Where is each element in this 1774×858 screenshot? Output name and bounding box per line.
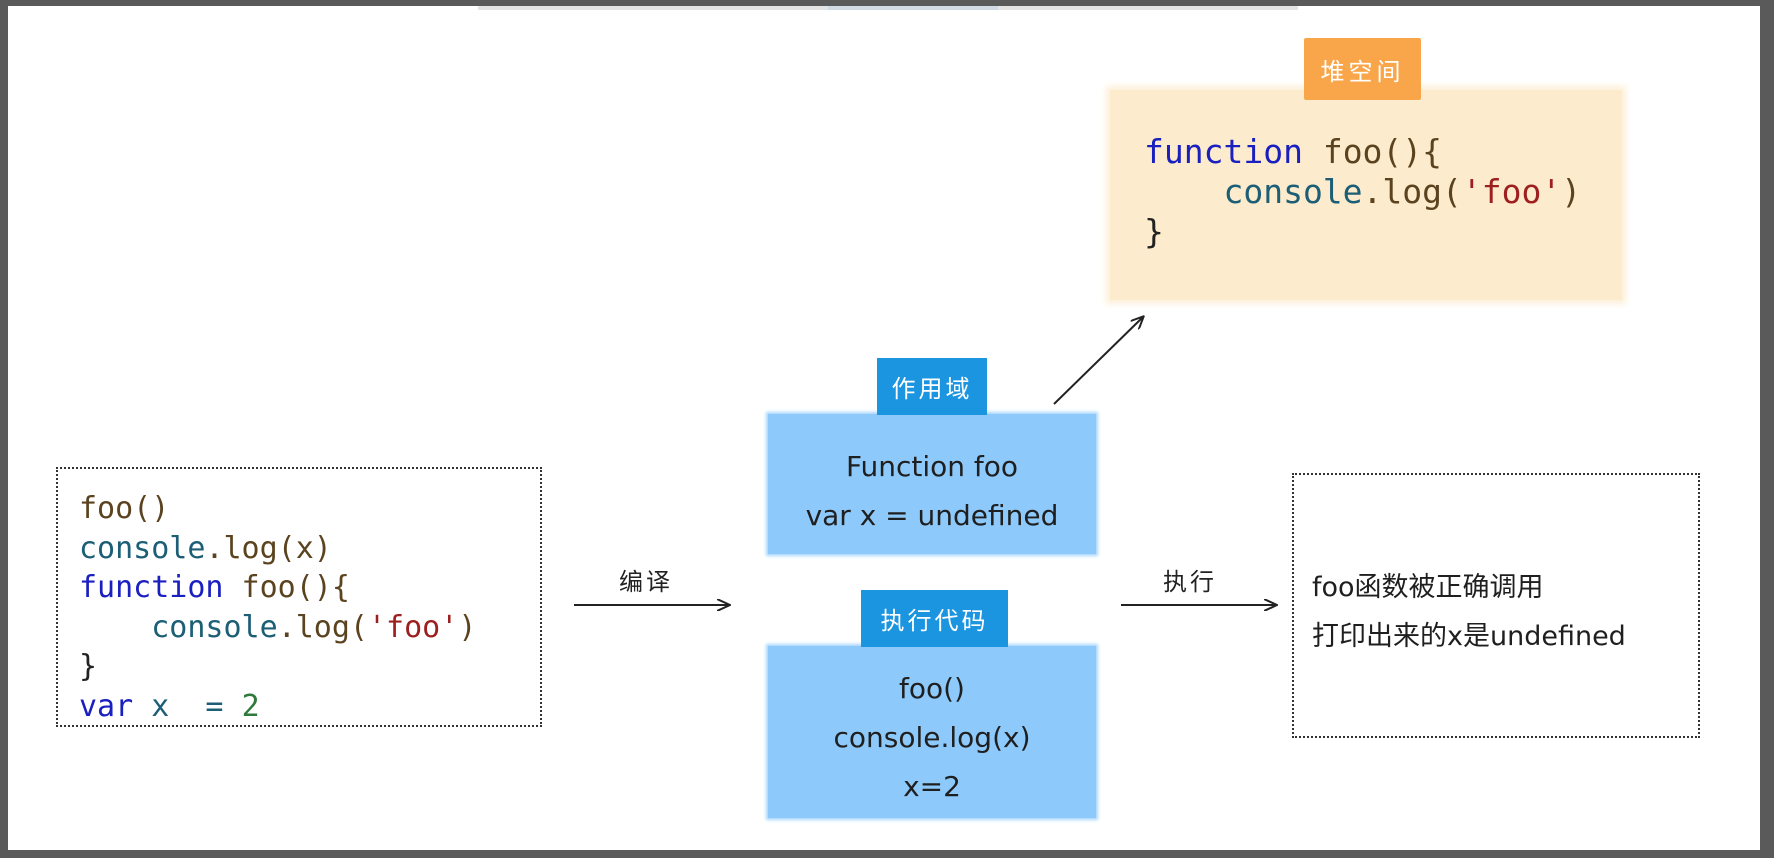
heap-token: foo(){ — [1302, 132, 1443, 171]
heap-line-1: function foo(){ — [1144, 132, 1622, 172]
top-edge-strip — [478, 6, 1298, 10]
heap-token: function — [1144, 132, 1303, 171]
heap-token: console — [1144, 172, 1363, 211]
exec-line-1: foo() — [899, 672, 965, 705]
result-line-2: 打印出来的x是undefined — [1312, 621, 1626, 652]
source-token: console — [79, 609, 278, 645]
result-line-1: foo函数被正确调用 — [1312, 572, 1544, 603]
source-token: console — [79, 530, 206, 566]
source-line-6: var x = 2 — [79, 687, 540, 727]
source-token: foo() — [79, 491, 170, 526]
source-token: } — [79, 649, 98, 684]
heap-token: .log( — [1362, 172, 1462, 211]
source-line-1: foo() — [79, 489, 540, 529]
exec-line-2: console.log(x) — [833, 721, 1031, 754]
source-token: foo(){ — [223, 570, 350, 605]
scope-box: Function foo var x = undefined — [768, 414, 1096, 554]
source-line-5: } — [79, 647, 540, 687]
source-token: .log( — [277, 609, 368, 645]
source-token: ) — [458, 609, 477, 645]
source-token: x = — [133, 688, 242, 724]
heap-token: 'foo' — [1461, 172, 1562, 211]
top-edge-segment — [828, 6, 998, 10]
compile-label: 编译 — [619, 568, 673, 596]
heap-space-tag: 堆空间 — [1304, 38, 1421, 100]
scope-line-2: var x = undefined — [805, 499, 1059, 532]
exec-line-3: x=2 — [903, 770, 961, 803]
source-line-2: console.log(x) — [79, 529, 540, 569]
source-token: var — [79, 688, 134, 724]
scope-to-heap-arrow — [1053, 317, 1143, 405]
heap-token: } — [1144, 212, 1164, 251]
source-token: 'foo' — [368, 609, 459, 645]
heap-token: ) — [1561, 172, 1582, 211]
source-code-box: foo() console.log(x) function foo(){ con… — [56, 467, 542, 727]
heap-line-3: } — [1144, 212, 1622, 252]
source-token: 2 — [241, 688, 260, 724]
source-line-3: function foo(){ — [79, 568, 540, 608]
heap-line-2: console.log('foo') — [1144, 172, 1622, 212]
heap-space-box: function foo(){ console.log('foo') } — [1110, 90, 1622, 300]
source-token: function — [79, 570, 224, 605]
source-token: .log(x) — [205, 530, 332, 566]
scope-line-1: Function foo — [845, 450, 1019, 483]
source-line-4: console.log('foo') — [79, 608, 540, 648]
scope-tag: 作用域 — [877, 358, 987, 415]
result-box: foo函数被正确调用 打印出来的x是undefined — [1292, 473, 1700, 738]
exec-code-box: foo() console.log(x) x=2 — [768, 646, 1096, 818]
execute-label: 执行 — [1163, 568, 1217, 596]
exec-code-tag: 执行代码 — [861, 590, 1008, 647]
